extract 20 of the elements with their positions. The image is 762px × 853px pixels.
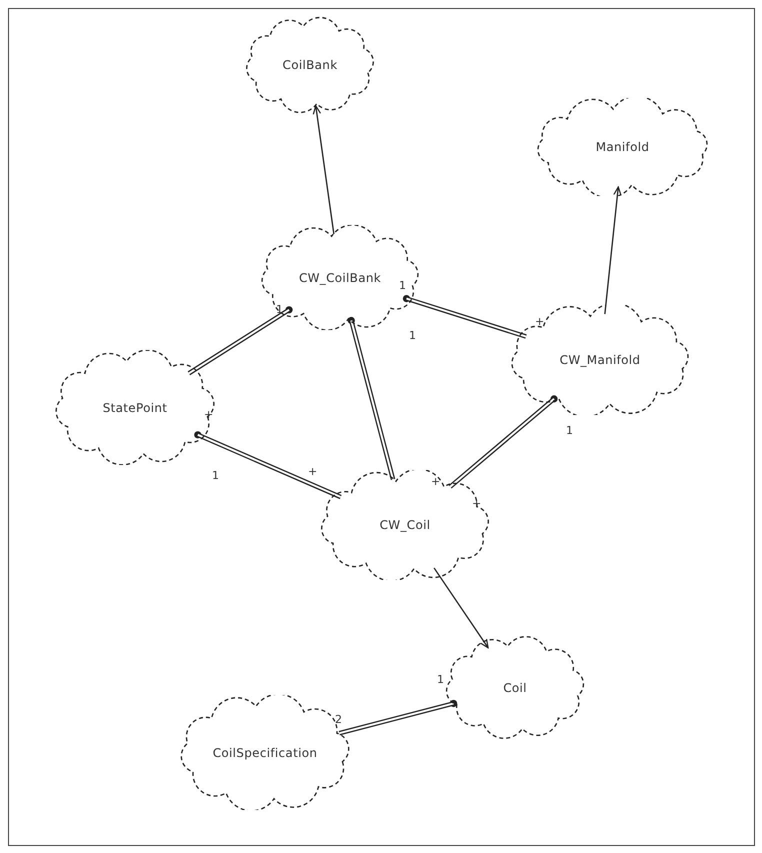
cardinality-label: + bbox=[308, 466, 318, 477]
class-name: CoilSpecification bbox=[212, 744, 318, 762]
cardinality-label: 1 bbox=[409, 330, 416, 341]
cardinality-label: + bbox=[431, 476, 440, 487]
cardinality-label: + bbox=[535, 316, 544, 327]
cardinality-label: 1 bbox=[399, 280, 406, 291]
cardinality-label: + bbox=[472, 498, 482, 509]
cardinality-label: 1 bbox=[566, 425, 573, 436]
class-name: CoilBank bbox=[282, 57, 338, 74]
class-name: CW_Coil bbox=[380, 517, 430, 534]
cardinality-label: 1 bbox=[276, 304, 283, 315]
cardinality-label: + bbox=[204, 409, 214, 420]
class-name: Coil bbox=[503, 680, 527, 696]
class-name: StatePoint bbox=[102, 400, 168, 416]
cardinality-label: 2 bbox=[335, 714, 342, 725]
cardinality-label: 1 bbox=[212, 470, 219, 481]
class-name: CW_Manifold bbox=[560, 352, 640, 369]
cardinality-label: 1 bbox=[437, 674, 444, 685]
class-name: Manifold bbox=[596, 139, 650, 156]
class-name: CW_CoilBank bbox=[298, 270, 382, 286]
